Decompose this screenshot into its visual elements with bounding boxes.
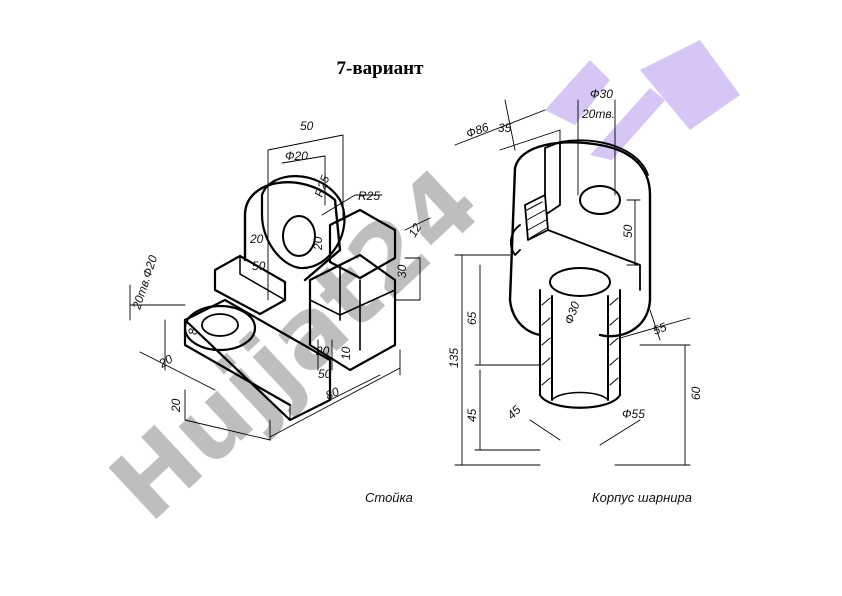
left-dim-8: 8 xyxy=(186,328,200,335)
right-part-drawing: Ф30 20тв. Ф86 35 50 65 135 Ф30 55 45 45 … xyxy=(447,87,703,466)
right-dim-dia55: Ф55 xyxy=(622,407,645,421)
left-dim-20-b: 20 xyxy=(311,236,325,251)
left-dim-12: 12 xyxy=(405,221,424,240)
right-dim-dia30-bore: Ф30 xyxy=(562,299,583,326)
left-dim-50-bottom: 50 xyxy=(318,367,332,381)
right-dim-dia30-top: Ф30 xyxy=(590,87,613,101)
left-dim-10: 10 xyxy=(339,346,353,360)
watermark-text: Hujjat24 xyxy=(89,147,501,542)
watermark: Hujjat24 xyxy=(89,40,740,542)
left-dim-dia20: Ф20 xyxy=(285,149,308,163)
right-dim-dia86: Ф86 xyxy=(464,120,491,141)
right-dim-50: 50 xyxy=(621,224,635,238)
right-dim-135: 135 xyxy=(447,348,461,368)
right-dim-45-b: 45 xyxy=(504,403,524,423)
right-part-caption: Корпус шарнира xyxy=(592,490,692,505)
page-title: 7-вариант xyxy=(336,58,424,79)
left-dim-20-a: 20 xyxy=(249,232,264,246)
right-dim-65: 65 xyxy=(465,311,479,325)
right-dim-45-a: 45 xyxy=(465,408,479,422)
right-dim-60: 60 xyxy=(689,386,703,400)
left-dim-holes: 20тв.Ф20 xyxy=(129,253,160,312)
right-dim-35: 35 xyxy=(498,121,512,135)
right-dim-holes: 20тв. xyxy=(581,107,615,121)
left-dim-50-top: 50 xyxy=(300,119,314,133)
left-dim-20-d: 20 xyxy=(315,344,330,358)
left-dim-20-c: 20 xyxy=(156,352,176,371)
right-dim-55: 55 xyxy=(651,320,669,338)
left-part-caption: Стойка xyxy=(365,490,413,505)
left-dim-50-mid: 50 xyxy=(252,259,266,273)
watermark-accent xyxy=(545,40,740,160)
left-dim-80: 80 xyxy=(323,384,341,402)
left-dim-20-e: 20 xyxy=(169,398,183,413)
left-dim-30: 30 xyxy=(395,264,409,278)
left-dim-r25-b: R25 xyxy=(358,189,380,203)
